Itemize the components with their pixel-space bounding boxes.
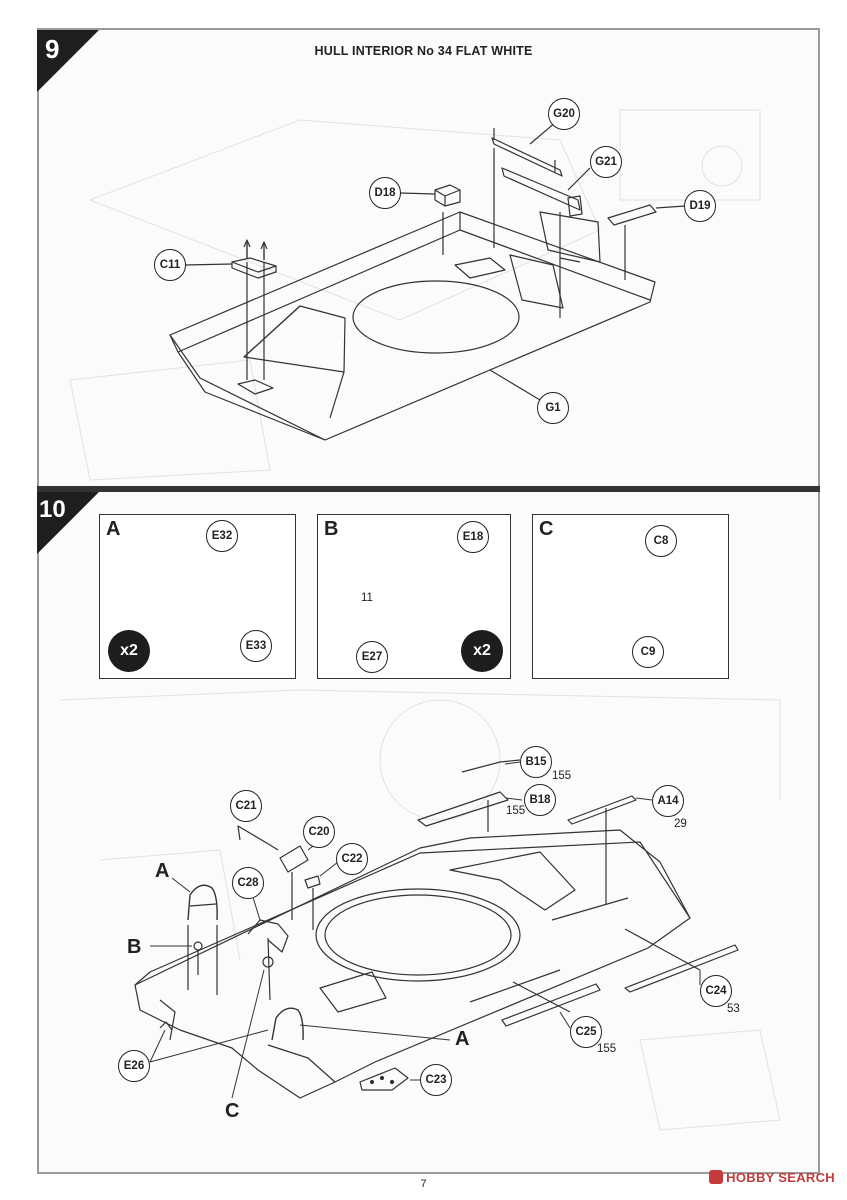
marker-a-top: A	[155, 860, 170, 882]
callout-e32: E32	[206, 520, 238, 552]
part-g20	[491, 121, 563, 248]
part-d19	[607, 204, 686, 280]
step-divider	[37, 486, 820, 492]
print-through-background	[59, 109, 781, 1131]
callout-c9: C9	[632, 636, 664, 668]
callout-c20: C20	[303, 816, 335, 848]
paint-code-a14: 29	[674, 818, 687, 830]
subassembly-box-b: B x2	[317, 514, 511, 679]
paint-code-b18: 155	[506, 805, 526, 817]
paint-code-c24: 53	[727, 1003, 740, 1015]
quantity-badge-a: x2	[108, 630, 150, 672]
paint-code-c25: 155	[597, 1043, 617, 1055]
hull-step10	[134, 829, 691, 1099]
callout-c28: C28	[232, 867, 264, 899]
callout-g20: G20	[548, 98, 580, 130]
part-g21	[501, 167, 591, 318]
callout-d18: D18	[369, 177, 401, 209]
marker-b: B	[127, 936, 142, 958]
callout-c11: C11	[154, 249, 186, 281]
step-badge-shape	[37, 30, 99, 92]
callout-c22: C22	[336, 843, 368, 875]
step-9-number: 9	[45, 34, 60, 64]
callout-d19: D19	[684, 190, 716, 222]
callout-a14: A14	[652, 785, 684, 817]
step-9-badge: 9	[37, 30, 99, 92]
callout-c21: C21	[230, 790, 262, 822]
subassembly-letter-a: A	[106, 518, 121, 540]
step-badge-shape	[37, 492, 99, 554]
marker-c: C	[225, 1100, 240, 1122]
hobby-search-logo-icon	[709, 1170, 724, 1184]
quantity-badge-b: x2	[461, 630, 503, 672]
subassembly-letter-b: B	[324, 518, 339, 540]
callout-c23: C23	[420, 1064, 452, 1096]
paint-code-11: 11	[361, 592, 373, 604]
g1-leader	[489, 369, 546, 404]
callout-e33: E33	[240, 630, 272, 662]
leaders-step10	[149, 761, 701, 1099]
subassembly-box-c: C	[532, 514, 729, 679]
hull-floor-g1	[169, 211, 656, 441]
callout-g21: G21	[590, 146, 622, 178]
callout-b15: B15	[520, 746, 552, 778]
hobby-search-watermark: HOBBY SEARCH	[709, 1170, 835, 1185]
callout-e18: E18	[457, 521, 489, 553]
callout-b18: B18	[524, 784, 556, 816]
callout-g1: G1	[537, 392, 569, 424]
marker-a-bottom: A	[455, 1028, 470, 1050]
callout-c25: C25	[570, 1016, 602, 1048]
callout-c24: C24	[700, 975, 732, 1007]
watermark-text: HOBBY SEARCH	[726, 1170, 835, 1185]
step-10-badge: 10	[37, 492, 99, 554]
step-9-title: HULL INTERIOR No 34 FLAT WHITE	[314, 44, 533, 58]
page-number: 7	[420, 1178, 427, 1190]
part-c11	[184, 239, 277, 395]
part-d18	[399, 184, 461, 255]
callout-e26: E26	[118, 1050, 150, 1082]
parts-step10	[159, 759, 739, 1091]
callout-c8: C8	[645, 525, 677, 557]
subassembly-letter-c: C	[539, 518, 554, 540]
callout-e27: E27	[356, 641, 388, 673]
step-10-number: 10	[39, 496, 66, 523]
paint-code-b15: 155	[552, 770, 572, 782]
